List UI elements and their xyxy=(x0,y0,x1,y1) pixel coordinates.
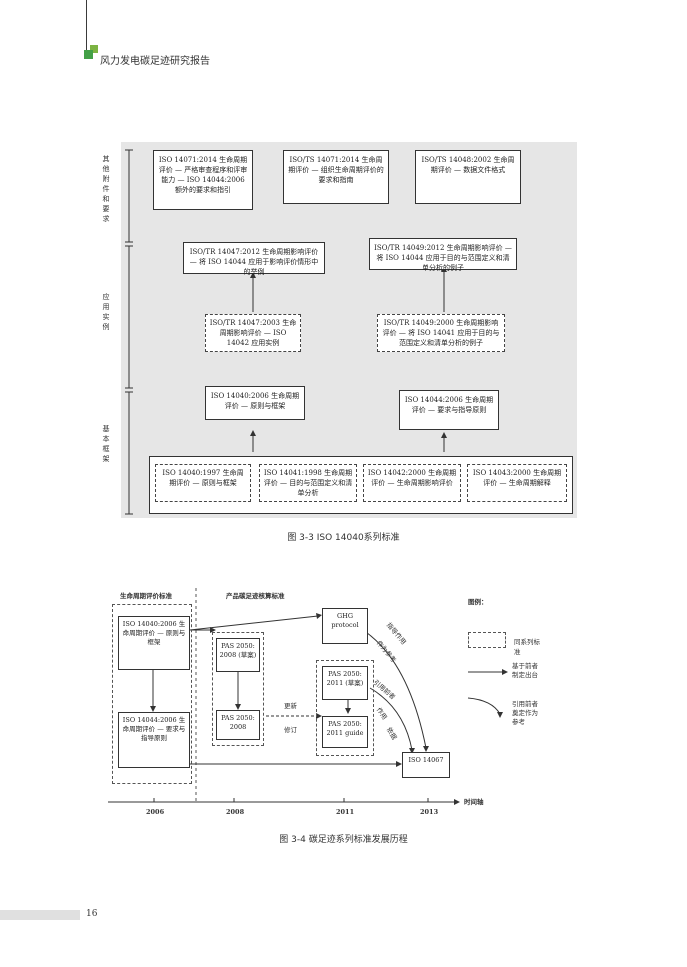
group-pas2050-2011 xyxy=(316,660,374,756)
figure-carbon-footprint-timeline: 生命周期评价标准 产品碳足迹核算标准 ISO 14040:2006 生命周期评价… xyxy=(108,588,540,820)
group-pas2050-2008 xyxy=(212,632,264,746)
side-label-applications: 应用实例 xyxy=(102,293,110,331)
header-rule xyxy=(86,0,87,56)
side-label-other: 其他附件和要求 xyxy=(102,155,110,223)
section-label-lca: 生命周期评价标准 xyxy=(120,592,172,600)
box-pas2050-2011-guide: PAS 2050: 2011 guide xyxy=(322,716,368,748)
box-iso14044-2006: ISO 14044:2006 生命周期评价 — 要求与指导原则 xyxy=(118,712,190,768)
box-isotr14049-2012: ISO/TR 14049:2012 生命周期影响评价 — 将 ISO 14044… xyxy=(369,238,517,272)
box-iso14044-2006: ISO 14044:2006 生命周期评价 — 要求与指导原则 xyxy=(399,390,499,430)
figure1-caption: 图 3-3 ISO 14040系列标准 xyxy=(287,533,400,543)
header-accent-square xyxy=(84,50,93,59)
side-label-framework: 基本框架 xyxy=(102,425,110,463)
box-isotr14047-2003: ISO/TR 14047:2003 生命周期影响评价 — ISO 14042 应… xyxy=(205,314,301,352)
footer-bar xyxy=(0,910,80,920)
axis-label-time: 时间轴 xyxy=(464,798,484,806)
arrow-label-update: 更新 xyxy=(284,702,297,710)
page-number: 16 xyxy=(86,909,98,919)
box-isots14071-2014: ISO/TS 14071:2014 生命周期评价 — 组织生命周期评价的要求和指… xyxy=(283,150,389,204)
box-iso14043-2000: ISO 14043:2000 生命周期评价 — 生命周期解释 xyxy=(467,464,567,502)
group-lca-standards xyxy=(112,604,192,784)
box-iso14041-1998: ISO 14041:1998 生命周期评价 — 目的与范围定义和清单分析 xyxy=(259,464,357,502)
box-iso14040-1997: ISO 14040:1997 生命周期评价 — 原则与框架 xyxy=(155,464,251,502)
box-iso14071-2014: ISO 14071:2014 生命周期评价 — 严格审查程序和评审能力 — IS… xyxy=(153,150,253,210)
box-iso14040-2006: ISO 14040:2006 生命周期评价 — 原则与框架 xyxy=(118,616,190,670)
box-iso14042-2000: ISO 14042:2000 生命周期评价 — 生命周期影响评价 xyxy=(363,464,461,502)
box-isots14048-2002: ISO/TS 14048:2002 生命周期评价 — 数据文件格式 xyxy=(415,150,521,204)
box-pas2050-2008-draft: PAS 2050: 2008 (草案) xyxy=(216,638,260,672)
box-iso14067: ISO 14067 xyxy=(402,752,450,778)
legend-same-series: 同系列标准 xyxy=(514,638,540,656)
figure2-caption: 图 3-4 碳足迹系列标准发展历程 xyxy=(279,835,408,845)
legend-title: 图例： xyxy=(468,598,488,606)
section-label-product-cf: 产品碳足迹核算标准 xyxy=(226,592,285,600)
box-ghg-protocol: GHG protocol xyxy=(322,608,368,644)
axis-year-2006: 2006 xyxy=(146,808,165,816)
arrow-label-revise: 修订 xyxy=(284,726,297,734)
box-isotr14049-2000: ISO/TR 14049:2000 生命周期影响评价 — 将 ISO 14041… xyxy=(377,314,505,352)
box-isotr14047-2012: ISO/TR 14047:2012 生命周期影响评价 — 将 ISO 14044… xyxy=(183,242,325,276)
axis-year-2011: 2011 xyxy=(336,808,355,816)
figure-iso14040-series: 其他附件和要求 应用实例 基本框架 ISO 14071:2014 生命周期评价 … xyxy=(103,142,577,518)
legend-based-on: 基于前者制定出台 xyxy=(512,662,538,679)
figure2-connectors xyxy=(108,588,508,805)
box-pas2050-2011-draft: PAS 2050: 2011 (草案) xyxy=(322,666,368,700)
box-pas2050-2008: PAS 2050: 2008 xyxy=(216,710,260,740)
legend-reference: 引用前者奠定作为参考 xyxy=(512,700,538,726)
axis-year-2008: 2008 xyxy=(226,808,245,816)
legend-dashed-swatch xyxy=(468,632,506,648)
axis-year-2013: 2013 xyxy=(420,808,439,816)
box-iso14040-2006: ISO 14040:2006 生命周期评价 — 原则与框架 xyxy=(205,386,305,420)
running-header: 风力发电碳足迹研究报告 xyxy=(100,56,210,67)
header-accent-square xyxy=(90,45,98,53)
